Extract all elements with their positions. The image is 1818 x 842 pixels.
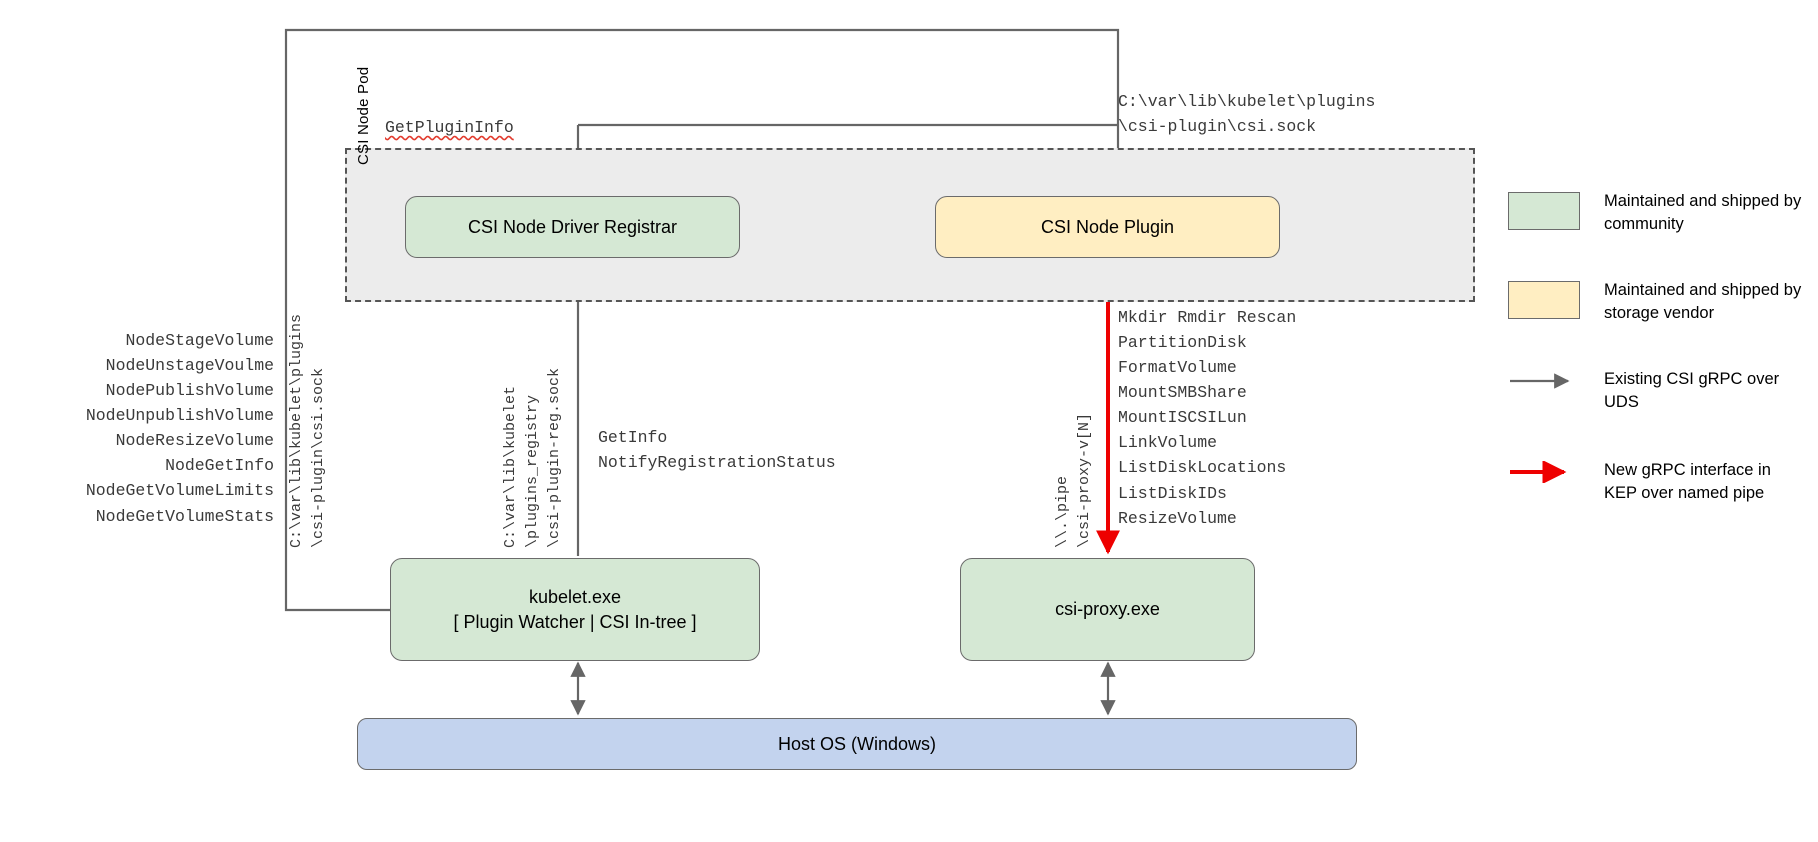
label-registry-sock-path-rotated: C:\var\lib\kubelet \plugins_registry \cs…	[502, 367, 563, 548]
legend-item-new-grpc: New gRPC interface in KEP over named pip…	[1508, 459, 1808, 506]
legend-key	[1508, 368, 1590, 392]
legend-item-vendor: Maintained and shipped by storage vendor	[1508, 279, 1808, 326]
legend-key	[1508, 279, 1590, 319]
node-label-secondary: [ Plugin Watcher | CSI In-tree ]	[453, 611, 697, 632]
label-csi-node-service-api: NodeStageVolume NodeUnstageVoulme NodePu…	[85, 331, 274, 526]
node-label: csi-proxy.exe	[1055, 599, 1160, 620]
swatch-yellow-icon	[1508, 280, 1580, 319]
legend-label: Existing CSI gRPC over UDS	[1604, 369, 1780, 412]
node-csi-node-plugin[interactable]: CSI Node Plugin	[935, 196, 1280, 258]
legend-label: Maintained and shipped by storage vendor	[1604, 280, 1802, 323]
label-registration-api: GetInfo NotifyRegistrationStatus	[598, 428, 836, 473]
label-plugin-socket-path: C:\var\lib\kubelet\plugins \csi-plugin\c…	[1118, 92, 1376, 136]
node-kubelet-exe[interactable]: kubelet.exe [ Plugin Watcher | CSI In-tr…	[390, 558, 760, 661]
swatch-green-icon	[1508, 192, 1580, 230]
label-csi-sock-path-rotated: C:\var\lib\kubelet\plugins \csi-plugin\c…	[288, 313, 327, 548]
node-host-os[interactable]: Host OS (Windows)	[357, 718, 1357, 770]
csi-node-pod-container	[345, 148, 1475, 302]
arrow-gray-icon	[1510, 372, 1570, 389]
label-named-pipe-rotated: \\.\pipe \csi-proxy-v[N]	[1054, 412, 1093, 548]
node-label: Host OS (Windows)	[777, 733, 937, 754]
node-label-primary: kubelet.exe	[528, 587, 622, 608]
arrow-red-icon	[1510, 460, 1567, 483]
node-label: CSI Node Driver Registrar	[467, 216, 678, 237]
node-csi-proxy-exe[interactable]: csi-proxy.exe	[960, 558, 1255, 661]
node-label: CSI Node Plugin	[1040, 216, 1175, 237]
legend-item-community: Maintained and shipped by community	[1508, 190, 1808, 237]
label-get-plugin-info: GetPluginInfo	[385, 118, 514, 137]
legend-item-existing-grpc: Existing CSI gRPC over UDS	[1508, 368, 1808, 415]
node-csi-node-driver-registrar[interactable]: CSI Node Driver Registrar	[405, 196, 740, 258]
legend-label: New gRPC interface in KEP over named pip…	[1604, 460, 1771, 502]
label-csi-proxy-api: Mkdir Rmdir Rescan PartitionDisk FormatV…	[1118, 308, 1297, 528]
legend-key	[1508, 459, 1590, 483]
legend-key	[1508, 190, 1590, 230]
legend: Maintained and shipped by community Main…	[1508, 190, 1808, 549]
legend-label: Maintained and shipped by community	[1604, 192, 1802, 234]
csi-node-pod-label: CSI Node Pod	[355, 66, 372, 165]
